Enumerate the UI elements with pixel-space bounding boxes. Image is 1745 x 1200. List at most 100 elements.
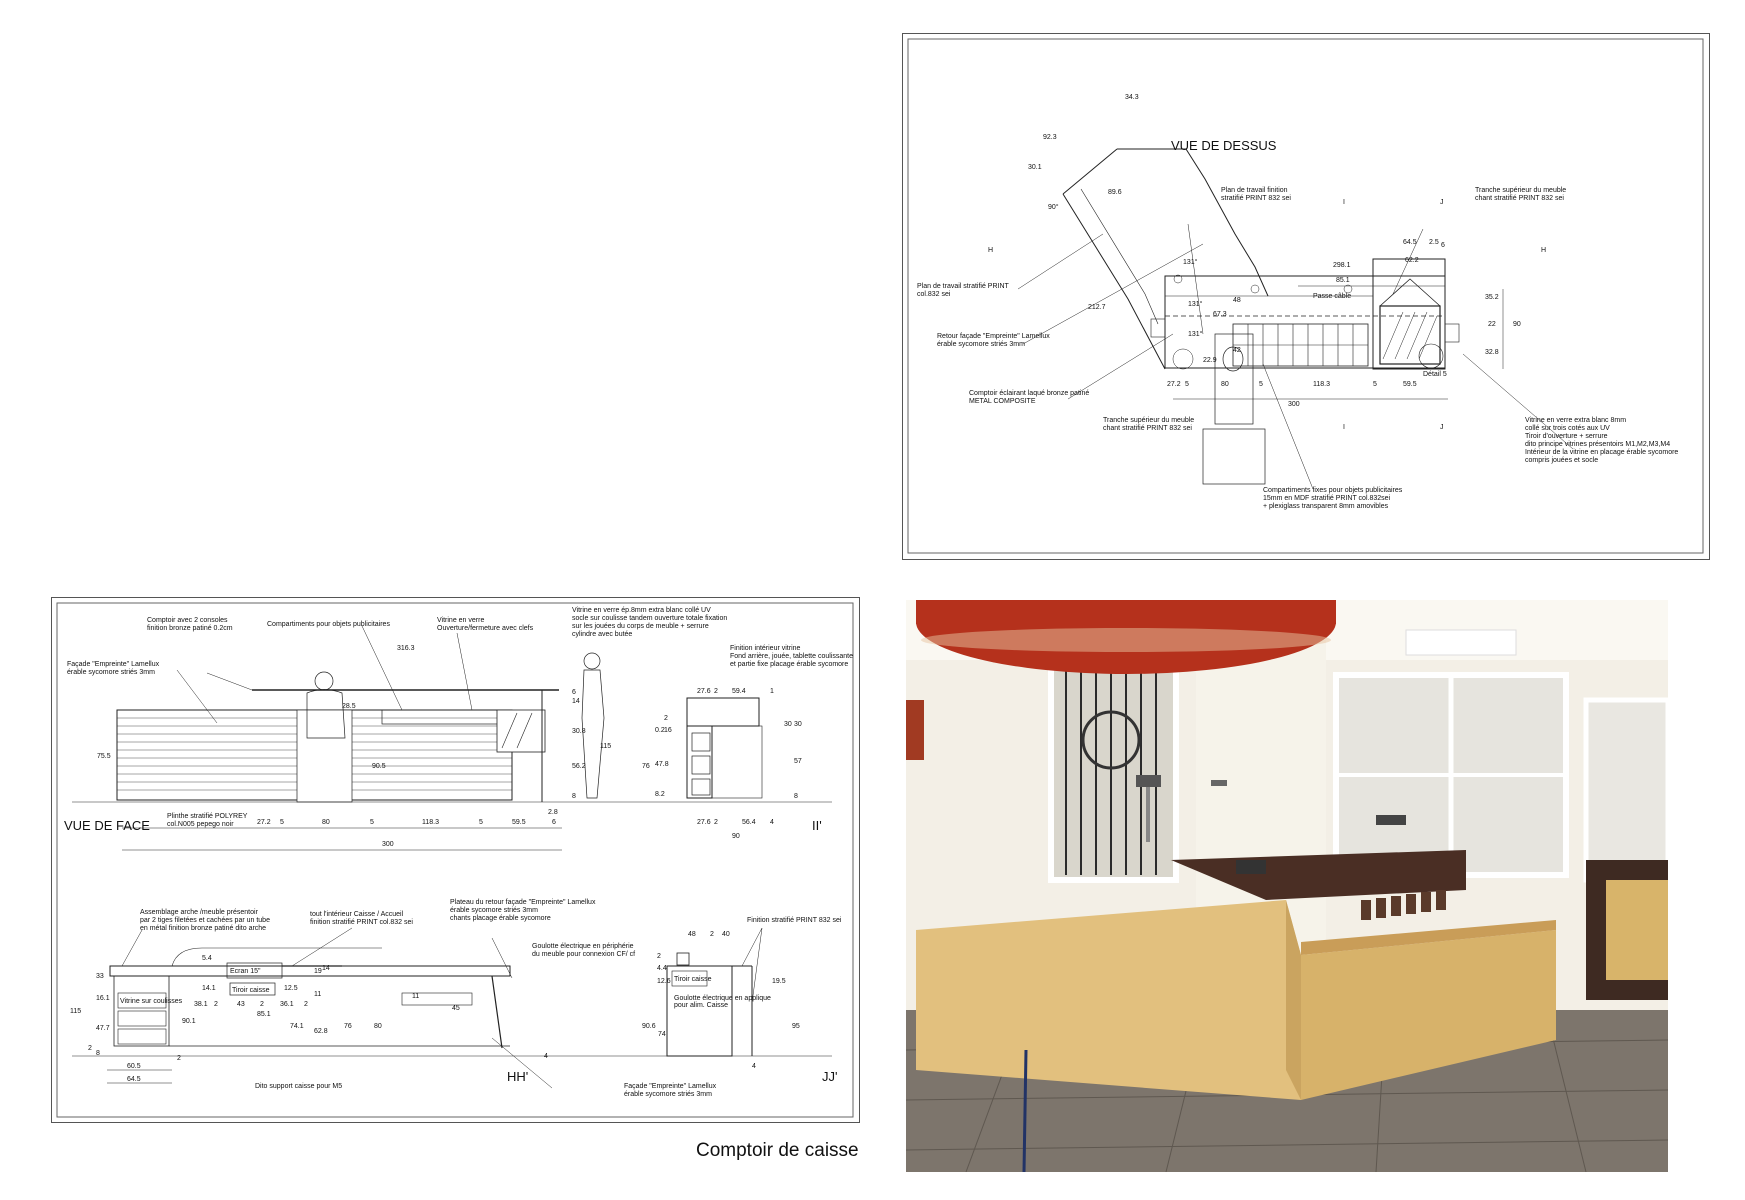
dim: 8.2 (655, 791, 665, 798)
dim: 2 (177, 1055, 181, 1062)
note: socle sur coulisse tandem ouverture tota… (572, 615, 727, 622)
note: du meuble pour connexion CF/ cf (532, 951, 635, 958)
note: METAL COMPOSITE (969, 398, 1036, 405)
dim: 2 (657, 953, 661, 960)
dim: 131° (1183, 258, 1198, 266)
dim: 92.3 (1043, 134, 1057, 141)
dim: 47.7 (96, 1025, 110, 1032)
note: cylindre avec butée (572, 631, 632, 638)
dim: 30.8 (572, 728, 586, 735)
dim: 0.2 (655, 727, 665, 734)
note: érable sycomore striés 3mm (450, 907, 538, 914)
note: Goulotte électrique en périphérie (532, 943, 634, 950)
dim: 2 (664, 715, 668, 722)
note: chants placage érable sycomore (450, 915, 551, 922)
dim: 74.1 (290, 1023, 304, 1030)
dim: 19.5 (772, 978, 786, 985)
small-label: Passe câble (1313, 293, 1351, 300)
note: Tranche supérieur du meuble (1475, 187, 1566, 194)
note: Vitrine en verre ép.8mm extra blanc coll… (572, 607, 711, 614)
note: Finition stratifié PRINT 832 sei (747, 917, 842, 924)
dim: 64.5 (127, 1076, 141, 1083)
note: et partie fixe placage érable sycomore (730, 661, 848, 668)
section-marker-i-bottom: I (1343, 424, 1345, 431)
dim: 2 (214, 1001, 218, 1008)
dim: 59.5 (512, 819, 526, 826)
top-plan-drawing: VUE DE DESSUS H H I I J J Plan de travai… (907, 38, 1704, 554)
dim: 12.6 (657, 978, 671, 985)
dim: 27.6 (697, 819, 711, 826)
dim: 43 (237, 1001, 245, 1008)
dim: 6 (552, 819, 556, 826)
note: Plan de travail finition (1221, 187, 1288, 194)
dim: 118.3 (1313, 381, 1330, 388)
section-ii-title: II' (812, 818, 822, 833)
dim: 115 (70, 1008, 81, 1015)
note: érable sycomore striés 3mm (67, 669, 155, 676)
note: stratifié PRINT 832 sei (1221, 195, 1291, 202)
dim: 6 (1441, 242, 1445, 249)
note: Façade "Empreinte" Lamellux (624, 1083, 717, 1090)
dim: 12.5 (284, 985, 298, 992)
note: chant stratifié PRINT 832 sei (1103, 425, 1192, 432)
dim: 27.6 (697, 688, 711, 695)
dim: 59.5 (1403, 381, 1417, 388)
small-label: Goulotte électrique en applique (674, 995, 771, 1002)
dim: 5 (370, 819, 374, 826)
note: Comptoir éclairant laqué bronze patiné (969, 390, 1089, 397)
dim: 22.9 (1203, 357, 1217, 364)
dim: 14.1 (202, 985, 216, 992)
dim: 2.5 (1429, 239, 1439, 246)
note: Plinthe stratifié POLYREY (167, 813, 248, 820)
counter-photo-illustration (906, 600, 1668, 1172)
dim: 36.1 (280, 1001, 294, 1008)
dim: 118.3 (422, 819, 439, 826)
note: érable sycomore striés 3mm (937, 341, 1025, 348)
note: Fond arrière, jouée, tablette coulissant… (730, 653, 853, 660)
dim: 2 (714, 819, 718, 826)
dim: 80 (374, 1023, 382, 1030)
dim: 11 (314, 991, 321, 998)
dim: 14 (322, 965, 330, 972)
dim: 38.1 (194, 1001, 208, 1008)
note: Vitrine en verre (437, 617, 484, 624)
dim: 298.1 (1333, 262, 1351, 269)
note: par 2 tiges filetées et cachées par un t… (140, 917, 270, 924)
dim: 115 (600, 743, 611, 750)
note: Tranche supérieur du meuble (1103, 417, 1194, 424)
small-label: Ecran 15" (230, 968, 261, 975)
small-label: Tiroir caisse (232, 987, 270, 994)
note: Dito support caisse pour M5 (255, 1083, 342, 1090)
dim: 75.5 (97, 753, 111, 760)
dim: 27.2 (257, 819, 271, 826)
dim: 47.8 (655, 761, 669, 768)
dim: 4 (752, 1063, 756, 1070)
dim: 90.1 (182, 1018, 196, 1025)
dim: 67.3 (1213, 311, 1227, 318)
dim: 300 (382, 841, 394, 848)
note: col.N005 pepego noir (167, 821, 234, 828)
dim: 300 (1288, 401, 1300, 408)
dim: 60.5 (127, 1063, 141, 1070)
dim: 8 (794, 793, 798, 800)
note: Compartiments fixes pour objets publicit… (1263, 487, 1403, 494)
note: Finition intérieur vitrine (730, 645, 801, 652)
note: tout l'intérieur Caisse / Accueil (310, 911, 404, 918)
dim: 6 (572, 689, 576, 696)
dim: 2 (88, 1045, 92, 1052)
dim: 64.5 (1403, 239, 1417, 246)
section-marker-i-top: I (1343, 199, 1345, 206)
dim: 42 (1233, 347, 1241, 354)
dim: 30 (784, 721, 792, 728)
dim: 19 (314, 968, 322, 975)
note: 15mm en MDF stratifié PRINT col.832sei (1263, 495, 1391, 502)
note: Façade "Empreinte" Lamellux (67, 661, 160, 668)
top-plan-title: VUE DE DESSUS (1171, 138, 1277, 153)
dim: 80 (322, 819, 330, 826)
note: compris jouées et socle (1525, 457, 1598, 464)
small-label: Tiroir caisse (674, 976, 712, 983)
dim: 5 (1373, 381, 1377, 388)
dim: 22 (1488, 321, 1496, 328)
dim: 40 (722, 931, 730, 938)
top-plan-sheet: VUE DE DESSUS H H I I J J Plan de travai… (902, 33, 1710, 560)
